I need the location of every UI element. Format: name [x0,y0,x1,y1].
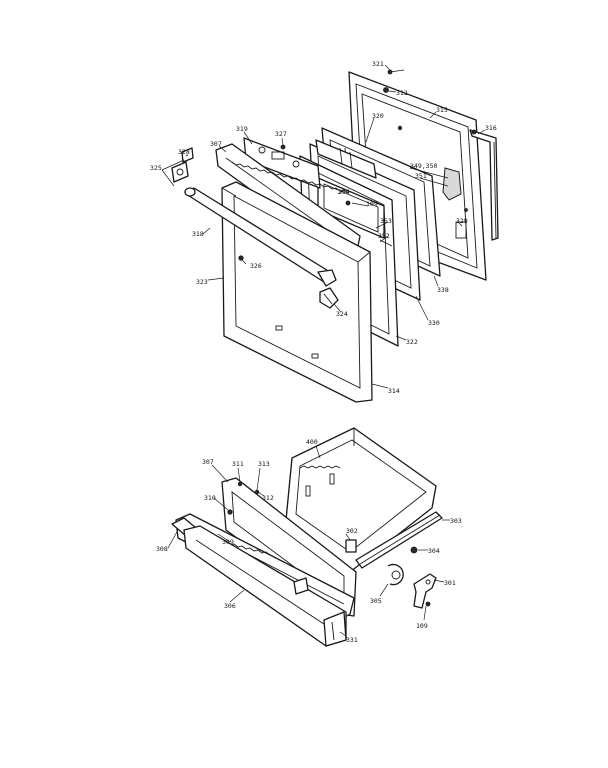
callout-311: 311 [232,460,244,468]
upper-leader-lines [161,64,486,389]
callout-109: 109 [366,200,378,208]
handle-bracket [243,137,321,189]
callout-400: 400 [306,438,318,446]
callout-338: 338 [437,286,449,294]
callout-310: 310 [204,494,216,502]
callout-312: 312 [396,89,408,97]
callout-320: 320 [372,112,384,120]
callout-109-lower: 109 [416,622,428,630]
callout-354: 354 [338,188,350,196]
callout-312-lower: 312 [262,494,274,502]
callout-351: 351 [415,172,427,180]
upper-callouts: 321 312 315 316 320 319 327 328 307 325 … [150,60,497,395]
callout-305: 305 [370,597,382,605]
window-frame [317,177,385,239]
callout-319: 319 [236,125,248,133]
callout-302: 302 [346,527,358,535]
callout-328: 328 [178,148,190,156]
drawer-rail [355,511,443,569]
callout-322: 322 [406,338,418,346]
callout-352: 352 [378,232,390,240]
callout-330: 330 [428,319,440,327]
callout-303: 303 [450,517,462,525]
callout-307: 307 [210,140,222,148]
callout-316: 316 [485,124,497,132]
callout-313: 313 [258,460,270,468]
callout-304: 304 [428,547,440,555]
door-handle [184,187,337,287]
lower-leader-lines [167,445,450,637]
callout-314: 314 [388,387,400,395]
callout-349-350: 349,350 [410,162,437,170]
top-screw [383,69,405,93]
callout-321: 321 [372,60,384,68]
callout-307-lower: 307 [202,458,214,466]
door-hinge-strip [469,129,499,241]
oven-door-assembly [171,69,499,403]
callout-353: 353 [380,217,392,225]
callout-326: 326 [250,262,262,270]
drawer-bolt [410,546,418,554]
drawer-glide [413,573,437,609]
callout-329: 329 [456,217,468,225]
callout-315: 315 [436,106,448,114]
lower-callouts: 400 307 311 313 312 310 308 309 306 302 … [156,438,462,644]
skirt-tab [323,611,347,647]
drawer-roller [387,563,404,586]
callout-327: 327 [275,130,287,138]
callout-324: 324 [336,310,348,318]
callout-331: 331 [346,636,358,644]
vent-shield [315,139,377,179]
callout-308: 308 [156,545,168,553]
callout-309: 309 [222,538,234,546]
callout-323: 323 [196,278,208,286]
storage-drawer-assembly [171,427,443,647]
callout-318: 318 [192,230,204,238]
callout-301: 301 [444,579,456,587]
drawer-bracket [345,539,357,553]
callout-306: 306 [224,602,236,610]
callout-325: 325 [150,164,162,172]
